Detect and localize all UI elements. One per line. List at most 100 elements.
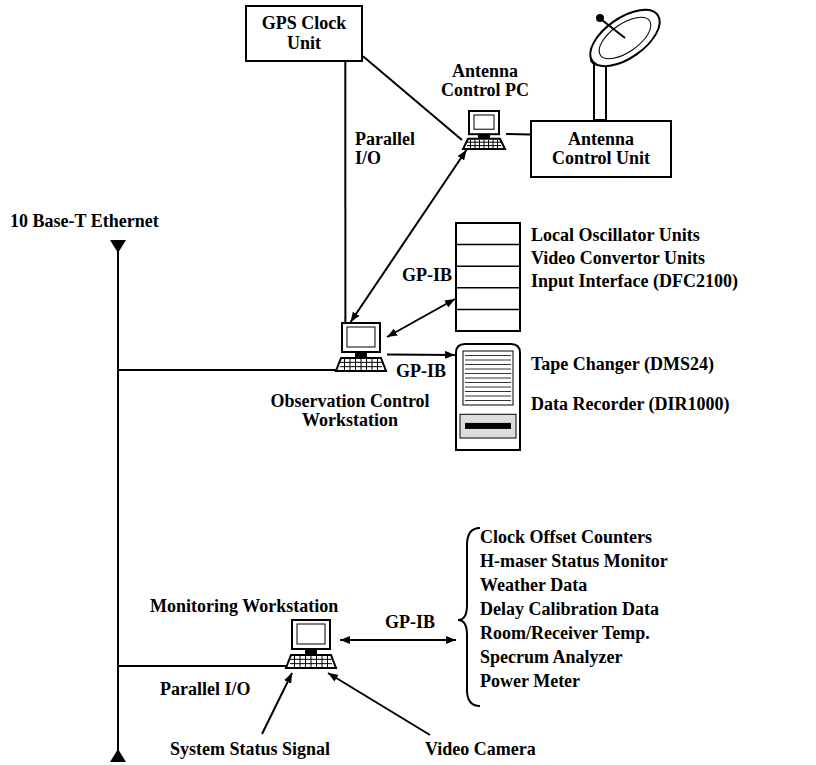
cassette-slot	[465, 423, 511, 429]
key-col	[316, 656, 317, 667]
tape-slot	[465, 369, 511, 370]
signal-label: System Status Signal	[170, 740, 330, 759]
rack-divider	[456, 265, 520, 267]
key-col	[350, 359, 351, 370]
tape-slot	[465, 373, 511, 374]
bus-label: GP-IB	[400, 266, 454, 285]
key-col	[327, 656, 328, 667]
tape-slot	[465, 396, 511, 397]
monitor	[342, 323, 380, 352]
device-label: Local Oscillator Units	[531, 226, 700, 245]
tape-slot	[465, 382, 511, 383]
tape-slot	[465, 360, 511, 361]
monitor-stand	[355, 352, 367, 357]
monitor-item: Room/Receiver Temp.	[480, 624, 650, 643]
rack-icon	[455, 222, 521, 332]
pc-icon	[462, 110, 506, 150]
data-recorder: Tape Changer (DMS24) Data Recorder (DIR10…	[455, 343, 785, 451]
device-label: Video Convertor Units	[531, 249, 705, 268]
rack-divider	[456, 287, 520, 289]
key-col	[470, 140, 471, 148]
tape-slot	[465, 355, 511, 356]
ethernet-branch	[118, 369, 338, 371]
key-col	[305, 656, 306, 667]
connector	[344, 62, 346, 322]
rack-divider	[456, 244, 520, 246]
device-label: Data Recorder (DIR1000)	[531, 395, 730, 414]
key-col	[493, 140, 494, 148]
tape-slot	[465, 378, 511, 379]
tape-slot	[465, 387, 511, 388]
monitor-item: Weather Data	[480, 576, 587, 595]
brace	[458, 528, 480, 706]
key-col	[322, 656, 323, 667]
key-col	[361, 359, 362, 370]
monitor-item: Clock Offset Counters	[480, 528, 652, 547]
bus-terminator	[110, 240, 126, 253]
control-unit-box: Antenna Control Unit	[530, 120, 672, 178]
key-col	[311, 656, 312, 667]
pc-icon	[335, 322, 387, 372]
key-col	[377, 359, 378, 370]
network-label: 10 Base-T Ethernet	[10, 212, 159, 231]
bus-label: Parallel I/O	[160, 680, 250, 699]
key-col	[344, 359, 345, 370]
connector	[506, 133, 530, 136]
screen	[347, 327, 375, 347]
bus-label: GP-IB	[385, 613, 435, 632]
monitor-item: Power Meter	[480, 672, 580, 691]
key-col	[488, 140, 489, 148]
keyboard	[336, 358, 386, 371]
key-col	[479, 140, 480, 148]
recorder-panel	[460, 414, 516, 438]
control-pc: Antenna Control PC	[430, 62, 540, 152]
tape-icon	[455, 343, 521, 451]
tape-slot	[465, 364, 511, 365]
device-label: Observation Control Workstation	[250, 392, 450, 431]
key-col	[497, 140, 498, 148]
rack-frame	[456, 223, 520, 331]
bus-terminator	[110, 749, 126, 762]
connector	[387, 354, 455, 356]
monitor-stand	[305, 649, 317, 654]
workstation: Monitoring Workstation	[150, 597, 375, 671]
sub-reflector	[596, 14, 604, 22]
key-col	[372, 359, 373, 370]
connector	[351, 150, 467, 322]
key-col	[484, 140, 485, 148]
antenna-mast	[594, 62, 606, 120]
keyboard	[463, 139, 505, 149]
device-label: Tape Changer (DMS24)	[531, 355, 714, 374]
device-label: Antenna Control PC	[430, 62, 540, 101]
signal-arrow	[262, 673, 292, 734]
bus-label: GP-IB	[394, 362, 448, 381]
signal-label: Video Camera	[425, 740, 536, 759]
clock-unit-box: GPS Clock Unit	[245, 5, 363, 62]
equipment-rack: Local Oscillator UnitsVideo Convertor Un…	[455, 222, 785, 332]
key-col	[475, 140, 476, 148]
screen	[474, 115, 494, 129]
device-label: Monitoring Workstation	[150, 597, 338, 616]
monitor-item: H-maser Status Monitor	[480, 552, 668, 571]
box-label: Antenna Control Unit	[537, 130, 665, 169]
key-col	[294, 656, 295, 667]
ethernet-bus	[117, 248, 119, 756]
connector	[387, 299, 455, 337]
recorder-case	[456, 344, 520, 450]
monitor	[469, 111, 499, 134]
monitor-stand	[478, 134, 490, 138]
tape-slot	[465, 400, 511, 401]
screen	[297, 624, 325, 644]
feed-strut	[602, 20, 625, 38]
key-col	[355, 359, 356, 370]
changer-panel	[463, 351, 513, 405]
rack-divider	[456, 309, 520, 311]
camera-arrow	[328, 673, 430, 735]
monitor-item: Delay Calibration Data	[480, 600, 659, 619]
key-col	[366, 359, 367, 370]
pc-icon	[285, 619, 337, 669]
gpib-arrow	[340, 639, 456, 641]
device-label: Input Interface (DFC2100)	[531, 272, 738, 291]
box-label: GPS Clock Unit	[252, 14, 356, 53]
